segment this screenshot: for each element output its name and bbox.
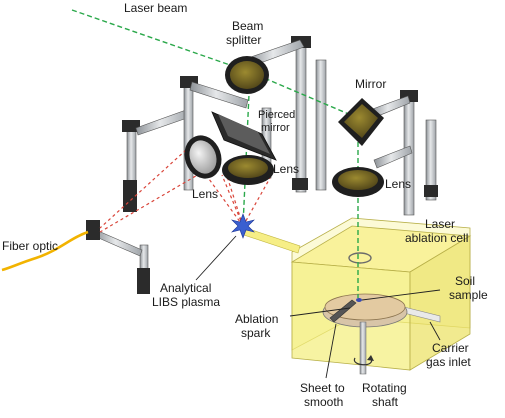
- post-clamp: [122, 120, 140, 132]
- post-base: [292, 178, 308, 190]
- label-rotating-shaft: shaft: [372, 395, 399, 409]
- post: [315, 59, 327, 191]
- crossbar: [189, 81, 249, 109]
- label-ablation-spark: spark: [241, 326, 271, 340]
- crossbar: [135, 109, 191, 136]
- leader-lines: [195, 235, 441, 379]
- label-beam-splitter: Beam: [232, 19, 263, 33]
- collection-ray: [242, 177, 271, 227]
- pierced-mirror-face: [218, 114, 270, 154]
- collection-ray: [99, 169, 207, 233]
- label-sheet-to-smooth: Sheet to: [300, 381, 345, 395]
- rotating-shaft: [359, 321, 367, 375]
- post: [425, 119, 437, 201]
- collection-ray: [99, 149, 187, 229]
- optical-mounts: [86, 36, 438, 294]
- label-libs-plasma: Analytical: [160, 281, 211, 295]
- ablation-cell: [290, 217, 472, 375]
- ablation-point: [356, 298, 362, 302]
- cell-window: [348, 252, 372, 264]
- label-lens-center: Lens: [273, 162, 299, 176]
- crossbar: [373, 145, 413, 169]
- soil-sample: [324, 293, 406, 321]
- label-fiber-optic: Fiber optic: [2, 239, 58, 253]
- label-ablation-spark: Ablation: [235, 312, 278, 326]
- label-lens-right: Lens: [385, 177, 411, 191]
- label-beam-splitter: splitter: [226, 33, 261, 47]
- mirror-glass: [344, 104, 378, 138]
- label-lens-left: Lens: [192, 187, 218, 201]
- label-libs-plasma: LIBS plasma: [152, 295, 220, 309]
- right-lens-glass: [338, 170, 378, 190]
- optics: [184, 56, 384, 197]
- label-rotating-shaft: Rotating: [362, 381, 407, 395]
- fiber-holder: [86, 220, 100, 240]
- text-labels: Laser beam Beam splitter Mirror Pierced …: [2, 1, 488, 409]
- label-soil-sample: sample: [449, 288, 488, 302]
- label-ablation-cell: ablation cell: [405, 231, 468, 245]
- fiber-optic-cable: [1, 230, 89, 272]
- libs-plasma-icon: [231, 213, 255, 239]
- beam-splitter-glass: [230, 61, 264, 89]
- center-lens-glass: [228, 158, 268, 178]
- leader-libs: [195, 235, 237, 281]
- cell-right-face: [409, 235, 471, 371]
- post-base: [137, 268, 150, 294]
- post-base: [424, 185, 438, 197]
- label-carrier-gas: gas inlet: [426, 355, 471, 369]
- leader-sheet: [325, 323, 337, 379]
- rotation-arrowhead: [367, 355, 374, 361]
- label-pierced-mirror: Pierced: [258, 109, 295, 121]
- label-soil-sample: Soil: [455, 274, 475, 288]
- left-lens-glass: [189, 140, 217, 174]
- label-sheet-to-smooth: smooth: [304, 395, 343, 409]
- leader-sample: [361, 289, 441, 301]
- laser-ray-down-left: [242, 71, 251, 227]
- crossbar: [93, 229, 143, 257]
- label-carrier-gas: Carrier: [432, 341, 469, 355]
- smoothing-sheet: [329, 299, 357, 323]
- post: [183, 79, 194, 191]
- label-mirror: Mirror: [355, 77, 386, 91]
- laser-ray-in: [71, 9, 251, 73]
- leader-gas: [429, 321, 441, 341]
- label-laser-beam: Laser beam: [124, 1, 187, 15]
- leader-spark: [289, 307, 351, 317]
- label-pierced-mirror: mirror: [261, 122, 290, 134]
- label-ablation-cell: Laser: [425, 217, 455, 231]
